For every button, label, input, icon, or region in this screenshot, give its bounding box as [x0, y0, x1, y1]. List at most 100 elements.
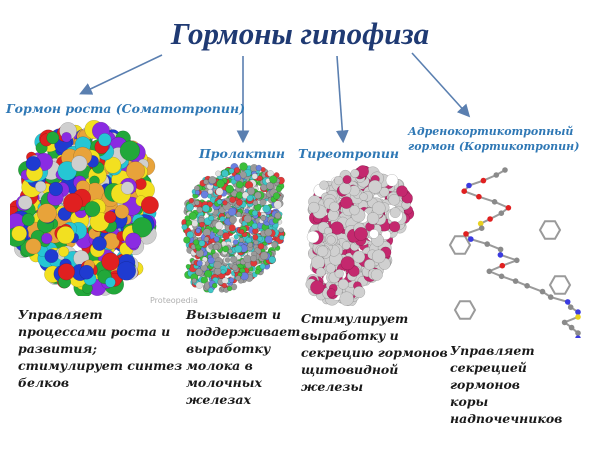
atom — [567, 304, 574, 310]
atom-sphere — [316, 245, 329, 258]
atom-sphere — [271, 241, 278, 249]
prolactin-protein-image — [181, 162, 286, 294]
atom-sphere — [341, 241, 351, 250]
atom-sphere — [366, 212, 380, 225]
atom-sphere — [193, 239, 200, 246]
atom-sphere — [216, 179, 225, 188]
atom-sphere — [188, 197, 194, 204]
atom-sphere — [228, 277, 235, 283]
atom-sphere — [204, 269, 213, 278]
desc-line: молочных — [186, 375, 262, 390]
atom-sphere — [227, 207, 237, 217]
atom-sphere — [236, 254, 242, 260]
atom-sphere — [266, 182, 274, 190]
atom-sphere — [338, 182, 352, 195]
atom — [568, 324, 575, 331]
atom-sphere — [256, 175, 263, 182]
atom-sphere — [268, 255, 276, 264]
atom-sphere — [221, 282, 228, 289]
atom-sphere — [232, 239, 239, 246]
atom-sphere — [41, 232, 53, 245]
atom — [468, 236, 474, 242]
atom — [466, 182, 472, 189]
atom-sphere — [221, 169, 229, 178]
atom-sphere — [61, 131, 72, 143]
atom-sphere — [239, 229, 245, 235]
label-corticotropin: Адренокортикотропный гормон (Кортикотроп… — [408, 124, 579, 154]
atom-sphere — [222, 200, 228, 206]
atom-sphere — [207, 201, 213, 208]
atom-sphere — [208, 176, 217, 185]
atom-sphere — [216, 198, 223, 205]
label-thyrotropin: Тиреотропин — [298, 146, 400, 161]
atom-sphere — [207, 193, 213, 199]
atom-sphere — [203, 236, 210, 242]
atom-sphere — [325, 263, 336, 274]
atom-sphere — [196, 260, 203, 267]
atom-sphere — [243, 254, 252, 264]
atom — [491, 199, 498, 205]
atom-sphere — [368, 179, 382, 194]
atom — [564, 299, 571, 305]
atom-sphere — [227, 285, 233, 292]
label-corticotropin-line-2: гормон (Кортикотропин) — [408, 140, 580, 153]
atom-sphere — [98, 133, 112, 147]
desc-line: Управляет — [18, 307, 103, 322]
atom-sphere — [63, 193, 83, 213]
atom — [463, 231, 469, 237]
atom-sphere — [246, 187, 256, 196]
desc-line: процессами роста и — [18, 324, 171, 339]
atom — [575, 335, 581, 338]
atom-sphere — [238, 237, 245, 243]
arrow-to-thyrotropin — [335, 55, 349, 144]
atom — [480, 177, 487, 184]
atom-sphere — [196, 206, 203, 214]
thyrotropin-protein-image — [305, 165, 415, 306]
atom-sphere — [220, 269, 226, 275]
atom — [575, 314, 581, 320]
atom-sphere — [330, 221, 344, 235]
atom-sphere — [326, 288, 336, 298]
atom-sphere — [21, 213, 35, 227]
atom-sphere — [140, 196, 159, 215]
atom-sphere — [326, 235, 336, 245]
atom-sphere — [228, 224, 236, 232]
atom-sphere — [183, 236, 191, 244]
atom-sphere — [191, 278, 198, 284]
atom-sphere — [58, 246, 70, 258]
atom-sphere — [105, 276, 116, 288]
desc-line: Стимулирует — [301, 311, 409, 326]
atom-sphere — [235, 180, 244, 189]
atom-sphere — [44, 248, 59, 264]
atom-sphere — [264, 235, 273, 244]
desc-line: коры надпочечников — [450, 394, 563, 426]
atom-sphere — [389, 221, 401, 233]
atom-sphere — [308, 201, 320, 214]
corticotropin-molecule-image — [448, 167, 581, 338]
atom — [502, 167, 508, 173]
atom — [575, 330, 581, 336]
desc-line: белков — [18, 375, 70, 390]
desc-line: развития; — [18, 341, 97, 356]
desc-line: Вызывает и — [186, 307, 281, 322]
arrow-to-somatotropin — [79, 54, 163, 95]
desc-line: молока в — [186, 358, 253, 373]
atom-sphere — [306, 230, 320, 244]
atom-sphere — [125, 232, 142, 249]
atom-sphere — [225, 184, 234, 194]
atom-sphere — [186, 203, 194, 212]
atom-sphere — [101, 252, 120, 271]
desc-line: железах — [186, 392, 251, 407]
somatotropin-protein-image — [10, 119, 159, 296]
atom-sphere — [230, 178, 237, 185]
atom-sphere — [46, 131, 60, 145]
atom-sphere — [119, 140, 141, 161]
atom-sphere — [233, 234, 239, 240]
atom-sphere — [254, 269, 261, 275]
atom-sphere — [337, 278, 349, 290]
atom-sphere — [211, 282, 218, 289]
atom-sphere — [25, 155, 41, 172]
atom-sphere — [254, 191, 262, 200]
atom-sphere — [247, 242, 254, 248]
atom-sphere — [215, 170, 222, 177]
